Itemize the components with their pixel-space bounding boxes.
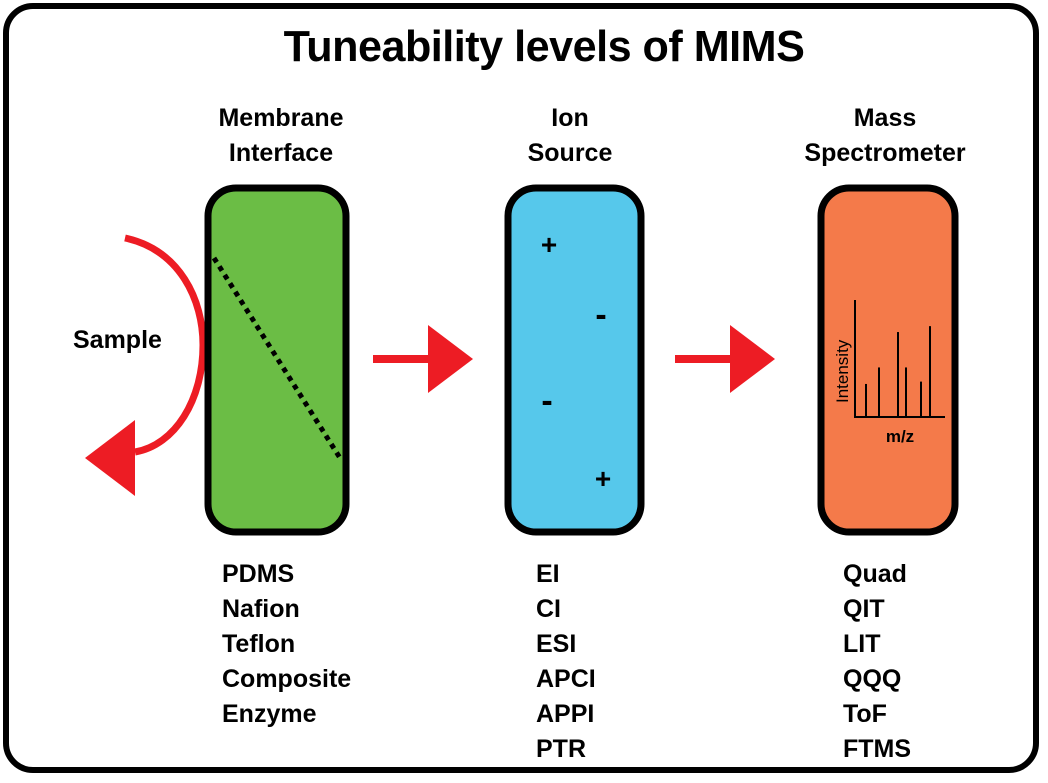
figure-title: Tuneability levels of MIMS [283,22,805,71]
list-item: FTMS [843,735,912,763]
list-item: Nafion [222,595,300,623]
stage-label-ion-source: Ion Source [470,101,670,171]
list-item: LIT [843,630,881,658]
sample-arrow-curve [124,234,207,456]
mass-spec-label-line2: Spectrometer [804,139,966,167]
ion-source-options-list: EI CI ESI APCI APPI PTR [536,557,596,767]
membrane-interface-box [204,184,350,536]
charge-plus-icon: + [541,229,557,260]
charge-minus-icon: - [541,382,552,420]
sample-label: Sample [73,326,162,354]
figure-frame [3,3,1039,773]
stage-label-mass-spec: Mass Spectrometer [785,101,985,171]
list-item: PDMS [222,560,295,588]
ion-source-label-line1: Ion [551,104,589,132]
list-item: APPI [536,700,595,728]
list-item: CI [536,595,561,623]
charge-plus-icon: + [595,463,611,494]
list-item: ToF [843,700,887,728]
list-item: QIT [843,595,885,623]
mass-spectrometer-box: Intensity m/z [817,184,959,536]
membrane-label-line2: Interface [228,139,334,167]
membrane-options-list: PDMS Nafion Teflon Composite Enzyme [222,557,351,732]
sample-arrow-head [85,420,135,496]
flow-arrow-1 [373,325,473,393]
flow-arrow-2 [675,325,775,393]
mass-spectrum-icon: Intensity m/z [833,300,945,446]
membrane-label-line1: Membrane [218,104,344,132]
spectrum-xlabel: m/z [886,427,914,446]
list-item: Quad [843,560,907,588]
spectrum-ylabel: Intensity [833,339,852,403]
list-item: ESI [536,630,577,658]
charge-minus-icon: - [595,296,606,334]
list-item: EI [536,560,560,588]
list-item: PTR [536,735,586,763]
list-item: QQQ [843,665,902,693]
stage-label-membrane: Membrane Interface [181,101,381,171]
ion-source-box: + - - + [504,184,645,536]
sample-flow-arrow [85,234,207,496]
list-item: APCI [536,665,596,693]
list-item: Enzyme [222,700,317,728]
ion-source-label-line2: Source [527,139,613,167]
list-item: Composite [222,665,352,693]
list-item: Teflon [222,630,296,658]
mass-spec-label-line1: Mass [853,104,917,132]
mass-spec-options-list: Quad QIT LIT QQQ ToF FTMS [843,557,911,767]
